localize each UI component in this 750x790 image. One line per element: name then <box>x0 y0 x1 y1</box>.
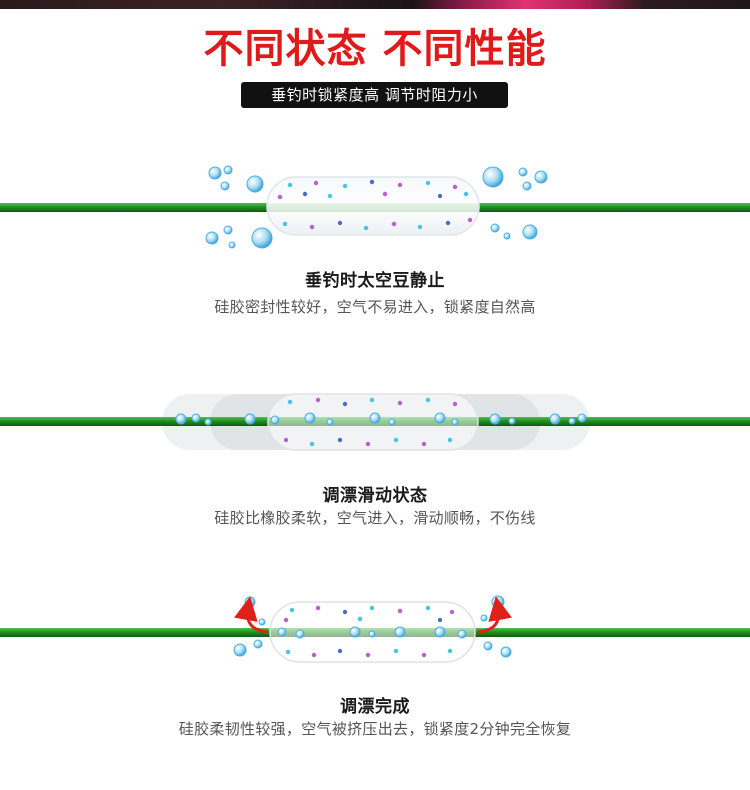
bean-dots <box>283 397 458 447</box>
subtitle-pill: 垂钓时锁紧度高 调节时阻力小 <box>241 82 508 108</box>
state-desc-complete: 硅胶柔韧性较强，空气被挤压出去，锁紧度2分钟完全恢复 <box>178 720 572 738</box>
space-bean <box>266 176 480 236</box>
bean-dots <box>277 179 473 231</box>
state-desc-sliding: 硅胶比橡胶柔软，空气进入，滑动顺畅，不伤线 <box>214 509 536 527</box>
bean-dots <box>283 605 455 658</box>
air-bubbles <box>205 165 548 249</box>
arrow-left-icon <box>234 596 269 634</box>
air-bubbles <box>175 412 587 426</box>
state-title-static: 垂钓时太空豆静止 <box>305 271 445 291</box>
state-title-complete: 调漂完成 <box>340 697 410 717</box>
state-desc-static: 硅胶密封性较好，空气不易进入，锁紧度自然高 <box>214 298 536 316</box>
top-banner-strip <box>0 0 750 9</box>
state-title-sliding: 调漂滑动状态 <box>322 486 428 506</box>
diagram-complete <box>0 592 750 672</box>
arrow-right-icon <box>477 596 512 634</box>
headline: 不同状态 不同性能 <box>203 26 547 72</box>
diagram-static <box>0 150 750 260</box>
diagram-sliding <box>0 382 750 462</box>
